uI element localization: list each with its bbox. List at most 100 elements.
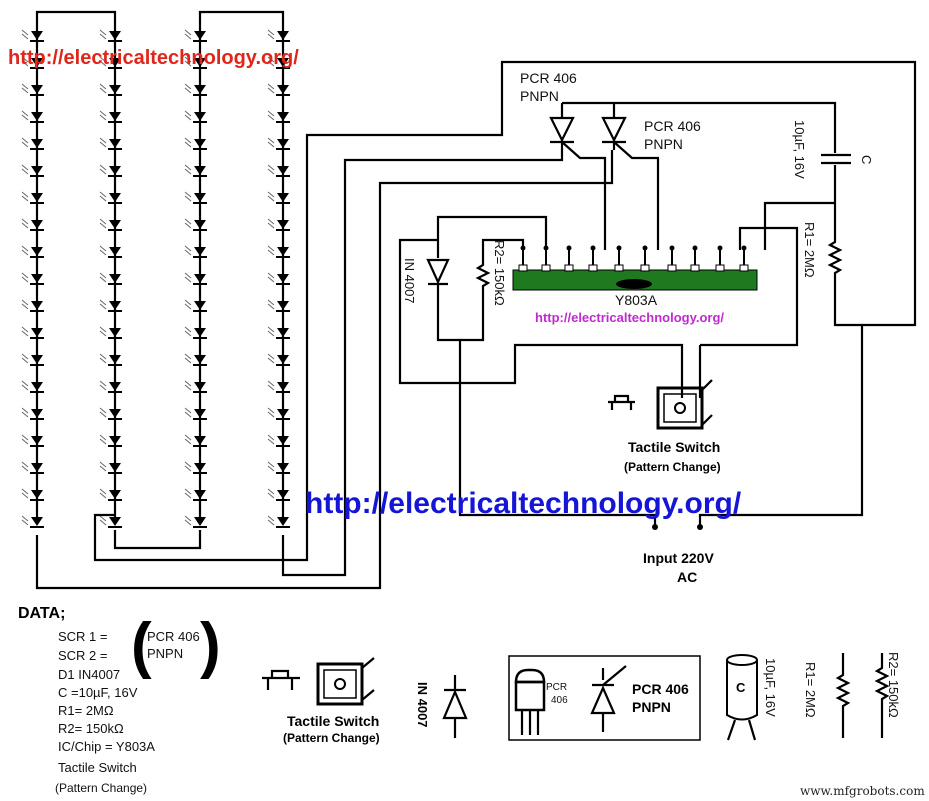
legend-scr-box bbox=[508, 655, 701, 741]
chip-watermark: http://electricaltechnology.org/ bbox=[535, 310, 724, 325]
led-icon bbox=[267, 164, 290, 177]
led-icon bbox=[99, 137, 122, 150]
tactile-switch[interactable] bbox=[608, 379, 713, 430]
led-icon bbox=[21, 245, 44, 258]
legend-r2-label: R2= 150kΩ bbox=[886, 652, 901, 718]
scr1 bbox=[549, 103, 607, 250]
led-icon bbox=[99, 110, 122, 123]
led-icon bbox=[21, 515, 44, 528]
led-icon bbox=[267, 137, 290, 150]
led-icon bbox=[184, 83, 207, 96]
led-icon bbox=[184, 407, 207, 420]
led-icon bbox=[184, 218, 207, 231]
led-icon bbox=[267, 461, 290, 474]
led-array bbox=[21, 25, 290, 528]
led-icon bbox=[99, 218, 122, 231]
led-icon bbox=[184, 110, 207, 123]
led-icon bbox=[21, 407, 44, 420]
data-ic: IC/Chip = Y803A bbox=[58, 739, 155, 754]
switch-wire bbox=[398, 238, 684, 398]
legend-scr-package-1: PCR bbox=[546, 682, 567, 693]
legend-cap-label: 10µF, 16V bbox=[763, 658, 778, 717]
led-icon bbox=[184, 434, 207, 447]
led-icon bbox=[267, 434, 290, 447]
chip-pin bbox=[614, 245, 624, 272]
legend-scr-package-icon bbox=[514, 668, 546, 735]
diode-label: IN 4007 bbox=[402, 258, 417, 304]
led-icon bbox=[99, 488, 122, 501]
led-icon bbox=[21, 299, 44, 312]
legend-diode-label: IN 4007 bbox=[415, 682, 430, 728]
led-icon bbox=[267, 245, 290, 258]
scr2-label-1: PCR 406 bbox=[644, 118, 701, 134]
led-icon bbox=[99, 299, 122, 312]
scr1-label-2: PNPN bbox=[520, 88, 559, 104]
led-icon bbox=[267, 326, 290, 339]
led-icon bbox=[184, 191, 207, 204]
led-icon bbox=[21, 191, 44, 204]
chip-wire-right bbox=[700, 226, 799, 347]
capacitor-value: 10µF, 16V bbox=[792, 120, 807, 179]
led-icon bbox=[184, 29, 207, 42]
legend-scr-symbol-icon bbox=[590, 665, 627, 732]
led-icon bbox=[267, 299, 290, 312]
data-scr-value-2: PNPN bbox=[147, 646, 183, 661]
led-icon bbox=[21, 56, 44, 69]
led-icon bbox=[99, 29, 122, 42]
led-icon bbox=[21, 29, 44, 42]
legend-tactile-switch bbox=[262, 657, 375, 706]
led-icon bbox=[267, 488, 290, 501]
led-icon bbox=[99, 83, 122, 96]
led-icon bbox=[99, 353, 122, 366]
led-icon bbox=[99, 434, 122, 447]
chip-pin bbox=[715, 245, 725, 272]
input-label: Input 220V bbox=[643, 550, 714, 566]
data-scr2: SCR 2 = bbox=[58, 648, 108, 663]
legend-switch-label: Tactile Switch bbox=[287, 713, 379, 729]
paren-open: ( bbox=[131, 611, 152, 680]
led-icon bbox=[267, 272, 290, 285]
led-icon bbox=[184, 245, 207, 258]
watermark-footer: www.mfgrobots.com bbox=[800, 784, 925, 798]
chip-pin bbox=[667, 245, 677, 272]
led-wiring bbox=[35, 10, 917, 590]
scr1-label-1: PCR 406 bbox=[520, 70, 577, 86]
r1-label: R1= 2MΩ bbox=[802, 222, 817, 278]
legend-r2-icon bbox=[874, 653, 890, 738]
chip-die bbox=[616, 279, 652, 289]
led-icon bbox=[99, 515, 122, 528]
r1-resistor bbox=[698, 201, 864, 525]
led-icon bbox=[99, 407, 122, 420]
led-icon bbox=[21, 488, 44, 501]
led-icon bbox=[21, 461, 44, 474]
legend-switch-sub: (Pattern Change) bbox=[283, 731, 380, 745]
led-icon bbox=[184, 461, 207, 474]
chip-pin bbox=[739, 245, 749, 272]
led-icon bbox=[267, 407, 290, 420]
legend-diode-icon bbox=[442, 675, 468, 738]
led-icon bbox=[267, 191, 290, 204]
input-sublabel: AC bbox=[677, 569, 697, 585]
chip-pin bbox=[564, 245, 574, 272]
led-icon bbox=[99, 272, 122, 285]
led-icon bbox=[99, 191, 122, 204]
data-scr-value-1: PCR 406 bbox=[147, 629, 200, 644]
capacitor-c bbox=[821, 150, 851, 203]
led-icon bbox=[21, 110, 44, 123]
legend-scr-package-2: 406 bbox=[551, 695, 568, 706]
data-switch-sub: (Pattern Change) bbox=[55, 781, 147, 795]
legend-r1-label: R1= 2MΩ bbox=[803, 662, 818, 718]
r2-resistor bbox=[460, 238, 525, 342]
top-rail bbox=[562, 101, 837, 150]
led-icon bbox=[99, 326, 122, 339]
switch-label: Tactile Switch bbox=[628, 439, 720, 455]
data-d1: D1 IN4007 bbox=[58, 667, 120, 682]
legend-scr-label-2: PNPN bbox=[632, 699, 671, 715]
r2-label: R2= 150kΩ bbox=[492, 240, 507, 306]
led-icon bbox=[184, 515, 207, 528]
scr2-label-2: PNPN bbox=[644, 136, 683, 152]
led-icon bbox=[267, 353, 290, 366]
led-icon bbox=[184, 353, 207, 366]
led-icon bbox=[184, 272, 207, 285]
